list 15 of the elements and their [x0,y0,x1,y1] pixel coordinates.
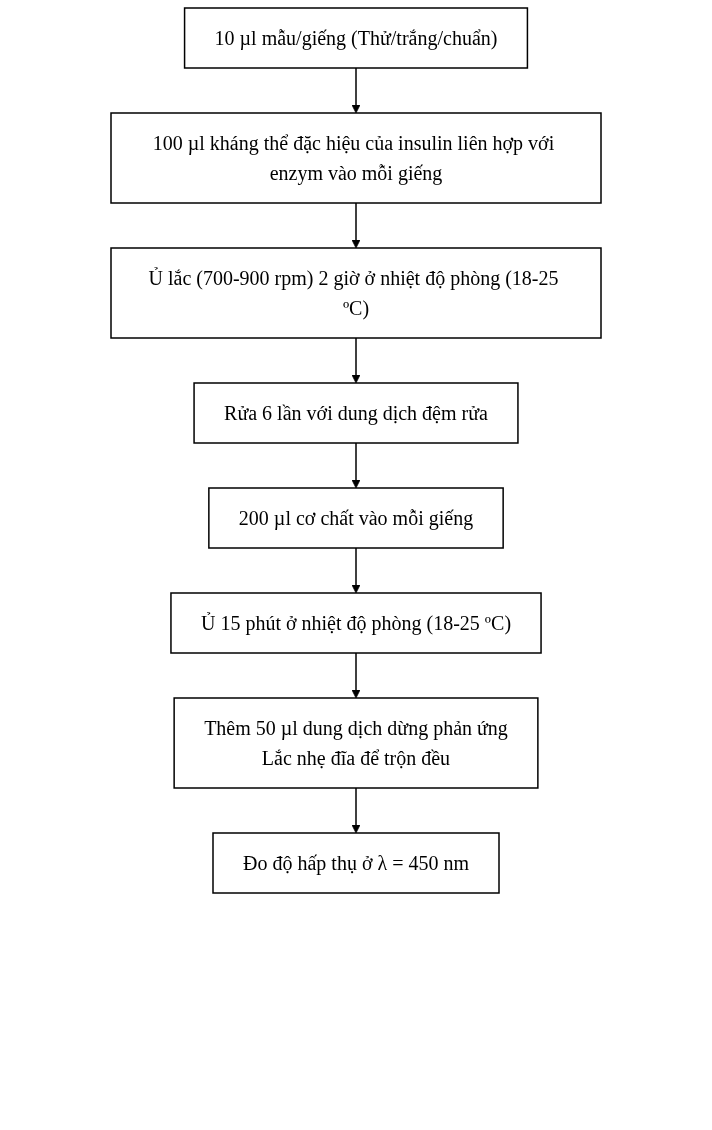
arrow [351,337,361,384]
node-box: 200 µl cơ chất vào mỗi giếng [208,487,504,549]
node-box: 100 µl kháng thể đặc hiệu của insulin liên hợp với enzym vào mỗi giếng [110,112,602,204]
arrow [351,67,361,114]
node-box: Ủ 15 phút ở nhiệt độ phòng (18-25 ºC) [170,592,542,654]
arrow [351,652,361,699]
arrow [351,202,361,249]
node-box: Thêm 50 µl dung dịch dừng phản ứng Lắc nhẹ đĩa để trộn đều [173,697,539,789]
arrow [351,547,361,594]
arrow [351,787,361,834]
node-box: Rửa 6 lần với dung dịch đệm rửa [193,382,519,444]
arrow [351,442,361,489]
node-box: 10 µl mẫu/giếng (Thử/trắng/chuẩn) [183,7,529,69]
node-box: Ủ lắc (700-900 rpm) 2 giờ ở nhiệt độ phòng (18-25 ºC) [110,247,602,339]
node-box: Đo độ hấp thụ ở λ = 450 nm [212,832,500,894]
